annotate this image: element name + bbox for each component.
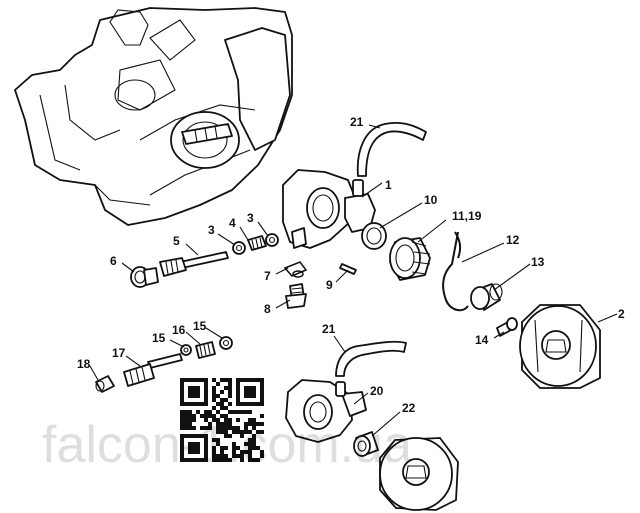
spring-4 (247, 235, 267, 251)
callout-4: 4 (229, 216, 236, 230)
plug-18 (95, 375, 115, 393)
washer-15a (180, 344, 192, 356)
callout-11-19: 11,19 (452, 209, 482, 223)
spring-clip (442, 231, 469, 312)
callout-10: 10 (424, 193, 438, 207)
washer-3b (265, 233, 279, 247)
callout-9: 9 (326, 278, 333, 292)
callout-18: 18 (77, 357, 91, 371)
callout-5: 5 (173, 234, 180, 248)
leader-lines (89, 124, 618, 437)
callout-3b: 3 (247, 211, 254, 225)
callout-labels: 1 2 3 3 4 5 6 7 8 9 10 11,19 12 13 14 15… (77, 115, 625, 415)
callout-2: 2 (618, 307, 625, 321)
callout-7: 7 (264, 269, 271, 283)
qr-code-icon (177, 375, 267, 465)
oring-7 (292, 270, 304, 278)
clip-7 (283, 261, 308, 277)
callout-15a: 15 (152, 331, 166, 345)
pin-9 (339, 263, 357, 275)
fitting-8 (285, 283, 307, 309)
oil-hose-lower (335, 340, 407, 377)
callout-17: 17 (112, 346, 126, 360)
callout-22: 22 (402, 401, 416, 415)
callout-16: 16 (172, 323, 186, 337)
callout-21b: 21 (322, 322, 336, 336)
callout-13: 13 (531, 255, 545, 269)
plug-6 (130, 266, 159, 288)
bushing-22 (353, 431, 379, 457)
sprocket-lower (379, 437, 459, 511)
worm-gear (389, 237, 431, 281)
callout-8: 8 (264, 302, 271, 316)
oil-pump-20 (285, 379, 367, 443)
callout-1: 1 (385, 178, 392, 192)
washer-10 (361, 222, 387, 250)
washer-15b (219, 336, 233, 350)
callout-14: 14 (475, 333, 489, 347)
callout-6: 6 (110, 254, 117, 268)
callout-12: 12 (506, 233, 520, 247)
screw-14 (496, 317, 518, 337)
oil-pump (282, 169, 376, 249)
bushing (470, 283, 503, 311)
washer-3a (232, 241, 246, 255)
sprocket-2 (519, 304, 601, 389)
watermark-text: falcon-1.com.ua (42, 416, 412, 474)
adjusting-screw-5 (159, 251, 229, 277)
callout-21a: 21 (350, 115, 364, 129)
callout-3a: 3 (208, 223, 215, 237)
engine-housing (14, 7, 293, 226)
spring-16 (195, 341, 216, 359)
adjusting-screw-17 (123, 353, 183, 387)
oil-hose-upper (356, 121, 427, 177)
callout-20: 20 (370, 384, 384, 398)
callout-15b: 15 (193, 319, 207, 333)
